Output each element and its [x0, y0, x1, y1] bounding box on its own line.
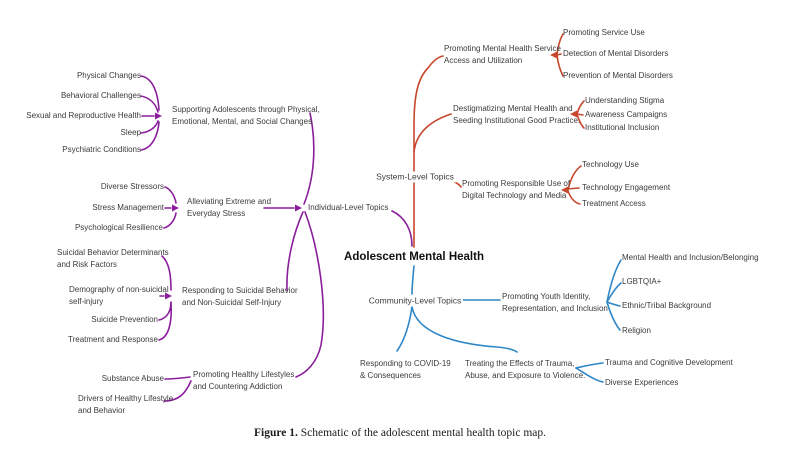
figure-caption-label: Figure 1.: [254, 427, 298, 439]
node-technology-engagement: Technology Engagement: [582, 183, 671, 192]
edge-treatment-access: [567, 190, 581, 205]
node-technology-use: Technology Use: [582, 160, 639, 169]
edge-trauma-cognitive: [575, 362, 604, 369]
topic-alleviating-stress: Alleviating Extreme and Everyday Stress: [187, 197, 272, 218]
node-drivers-healthy-lifestyle: Drivers of Healthy Lifestyle and Behavio…: [78, 394, 174, 415]
edge-institutional-inclusion: [576, 113, 585, 129]
node-sexual-reproductive-health: Sexual and Reproductive Health: [26, 111, 141, 120]
system-level-label: System-Level Topics: [374, 171, 456, 183]
topic-responding-covid: Responding to COVID-19 & Consequences: [360, 359, 451, 380]
node-psychiatric-conditions: Psychiatric Conditions: [62, 145, 141, 154]
topic-promoting-healthy-lifestyles: Promoting Healthy Lifestyles and Counter…: [193, 370, 295, 391]
edge-system-to-destigmatizing: [413, 113, 452, 153]
topic-responding-suicidal: Responding to Suicidal Behavior and Non-…: [182, 286, 298, 307]
node-ethnic-tribal-background: Ethnic/Tribal Background: [622, 301, 712, 310]
edge-understanding-stigma: [576, 100, 585, 115]
edge-prevention-disorders: [556, 54, 564, 77]
topic-destigmatizing-mental-health: Destigmatizing Mental Health and Seeding…: [453, 104, 581, 125]
edge-technology-engagement: [566, 187, 580, 190]
node-promoting-service-use: Promoting Service Use: [563, 28, 645, 37]
node-treatment-and-response: Treatment and Response: [68, 335, 158, 344]
arrowhead-individual-fan: [295, 204, 302, 212]
node-suicidal-determinants: Suicidal Behavior Determinants and Risk …: [57, 248, 169, 269]
edge-ethnic-tribal: [606, 301, 621, 307]
edge-promoting-service-use: [556, 33, 564, 56]
edge-technology-use: [567, 165, 582, 191]
node-understanding-stigma: Understanding Stigma: [585, 96, 665, 105]
individual-level-label: Individual-Level Topics: [308, 203, 389, 212]
edge-individual-to-promoting-healthy: [295, 211, 325, 378]
edge-supporting-to-individual: [303, 112, 315, 205]
node-detection-mental-disorders: Detection of Mental Disorders: [563, 49, 669, 58]
node-stress-management: Stress Management: [92, 203, 164, 212]
edge-awareness-campaigns: [576, 113, 584, 116]
node-diverse-experiences: Diverse Experiences: [605, 378, 679, 387]
arrowhead-service-fan: [550, 51, 557, 59]
topic-responsible-digital-technology: Promoting Responsible Use of Digital Tec…: [462, 179, 571, 200]
edge-sleep: [140, 120, 159, 134]
node-physical-changes: Physical Changes: [76, 71, 141, 80]
node-awareness-campaigns: Awareness Campaigns: [585, 110, 668, 119]
figure-caption-text: Schematic of the adolescent mental healt…: [297, 427, 546, 439]
edge-system-trunk: [413, 55, 444, 248]
node-demography-nssi: Demography of non-suicidal self-injury: [69, 285, 169, 306]
node-diverse-stressors: Diverse Stressors: [100, 182, 164, 191]
edge-physical-changes: [140, 75, 160, 111]
node-psychological-resilience: Psychological Resilience: [74, 223, 163, 232]
edge-diverse-experiences: [575, 367, 604, 383]
edge-treatment-response: [158, 302, 173, 341]
topic-treating-trauma: Treating the Effects of Trauma, Abuse, a…: [465, 359, 586, 380]
node-behavioral-challenges: Behavioral Challenges: [60, 91, 141, 100]
edge-psychological-resilience: [163, 212, 177, 229]
edge-behavioral-challenges: [140, 95, 159, 113]
node-treatment-access: Treatment Access: [582, 199, 646, 208]
edge-substance-abuse: [164, 376, 191, 380]
edge-root-to-community: [411, 265, 415, 295]
edge-individual-to-root: [391, 210, 413, 247]
edge-community-to-covid: [396, 306, 413, 352]
edge-psychiatric-conditions: [140, 121, 160, 151]
topic-promoting-youth-identity: Promoting Youth Identity, Representation…: [502, 292, 608, 313]
node-lgbtqia: LGBTQIA+: [622, 277, 662, 286]
node-institutional-inclusion: Institutional Inclusion: [585, 123, 660, 132]
arrowhead-responding-fan: [165, 292, 172, 300]
edge-community-to-treating: [411, 306, 518, 353]
topic-supporting-adolescents: Supporting Adolescents through Physical,…: [172, 105, 320, 126]
node-suicide-prevention: Suicide Prevention: [91, 315, 158, 324]
edge-diverse-stressors: [164, 186, 177, 204]
edge-suicidal-determinants: [161, 255, 172, 291]
figure-caption: Figure 1. Schematic of the adolescent me…: [0, 427, 800, 439]
root-title: Adolescent Mental Health: [341, 251, 487, 263]
edge-individual-to-responding: [286, 211, 304, 291]
node-religion: Religion: [622, 326, 651, 335]
edge-religion: [606, 301, 621, 331]
node-mental-health-inclusion-belonging: Mental Health and Inclusion/Belonging: [622, 253, 759, 262]
edge-lgbtqia: [606, 282, 622, 303]
node-sleep: Sleep: [120, 128, 141, 137]
arrowhead-destigmatizing-fan: [570, 110, 577, 118]
node-prevention-mental-disorders: Prevention of Mental Disorders: [563, 71, 673, 80]
node-substance-abuse: Substance Abuse: [101, 374, 164, 383]
topic-promoting-mh-service-access: Promoting Mental Health Service Access a…: [444, 44, 561, 65]
arrowhead-alleviating-fan: [172, 204, 179, 212]
arrowhead-supporting-fan: [155, 112, 162, 120]
arrowhead-technology-fan: [561, 186, 568, 194]
edge-drivers-healthy-lifestyle: [163, 380, 192, 402]
node-trauma-cognitive-development: Trauma and Cognitive Development: [605, 358, 733, 367]
edge-mental-health-belonging: [606, 259, 622, 303]
community-level-label: Community-Level Topics: [366, 295, 464, 307]
